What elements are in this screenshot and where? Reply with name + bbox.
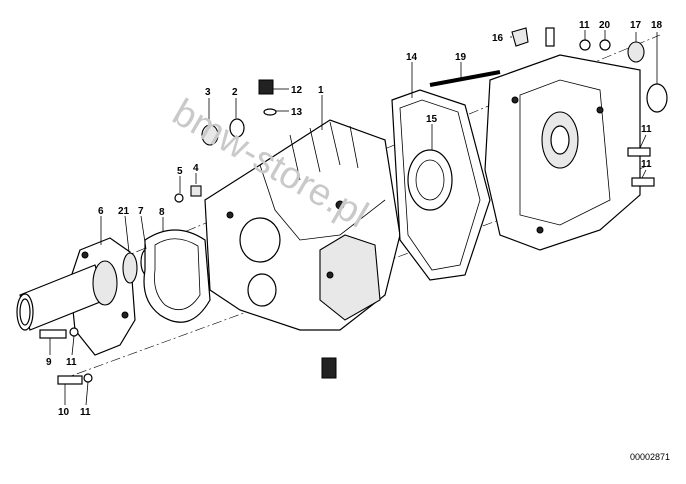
callout-8: 8: [159, 207, 165, 218]
washer-11-a: [69, 327, 79, 337]
callout-19: 19: [455, 52, 467, 63]
rear-gearbox-housing: [484, 54, 641, 251]
callout-16: 16: [492, 33, 504, 44]
callout-11-right-lower: 11: [641, 159, 652, 170]
rod-19: [429, 70, 501, 87]
plug-16: [511, 27, 529, 47]
nut-11-top: [579, 39, 591, 51]
washer-5: [174, 193, 184, 203]
bolt-top: [545, 27, 555, 47]
seal-17: [627, 41, 645, 63]
callout-13: 13: [291, 107, 303, 118]
cover-15: [407, 149, 453, 211]
callout-11-right: 11: [641, 124, 652, 135]
callout-7: 7: [138, 206, 144, 217]
callout-14: 14: [406, 52, 418, 63]
callout-12: 12: [291, 85, 303, 96]
front-cover-with-tube: [16, 237, 136, 356]
diagram-code: 00002871: [630, 452, 670, 462]
drain-plug: [321, 357, 337, 379]
callout-9: 9: [46, 357, 52, 368]
bush-4: [190, 185, 202, 197]
bolt-10: [57, 375, 83, 385]
callout-11-top: 11: [579, 20, 590, 31]
callout-labels: 1 2 3 4 5 6 21 7 8 9 10 11 11 12 13 14 1…: [46, 20, 663, 418]
callout-18: 18: [651, 20, 663, 31]
callout-10: 10: [58, 407, 70, 418]
callout-3: 3: [205, 87, 211, 98]
main-gearbox-housing: [204, 119, 401, 331]
seal-2: [229, 118, 245, 138]
seal-3: [201, 124, 219, 146]
bolt-11-right-lower: [631, 177, 655, 187]
seal-ring-21: [122, 252, 138, 284]
washer-11-b: [83, 373, 93, 383]
callout-21: 21: [118, 206, 130, 217]
leader-lines: [49, 30, 658, 406]
gasket-8: [143, 229, 211, 323]
callout-4: 4: [193, 163, 199, 174]
washer-20: [599, 39, 611, 51]
callout-15: 15: [426, 114, 438, 125]
switch-12: [258, 79, 274, 95]
callout-17: 17: [630, 20, 642, 31]
callout-11-b: 11: [80, 407, 91, 418]
callout-6: 6: [98, 206, 104, 217]
callout-20: 20: [599, 20, 611, 31]
callout-2: 2: [232, 87, 238, 98]
seal-18: [646, 83, 668, 113]
callout-11-a: 11: [66, 357, 77, 368]
washer-13: [263, 108, 277, 116]
callout-1: 1: [318, 85, 324, 96]
callout-5: 5: [177, 166, 183, 177]
bolt-9: [39, 329, 67, 339]
bolt-11-right: [627, 147, 651, 157]
